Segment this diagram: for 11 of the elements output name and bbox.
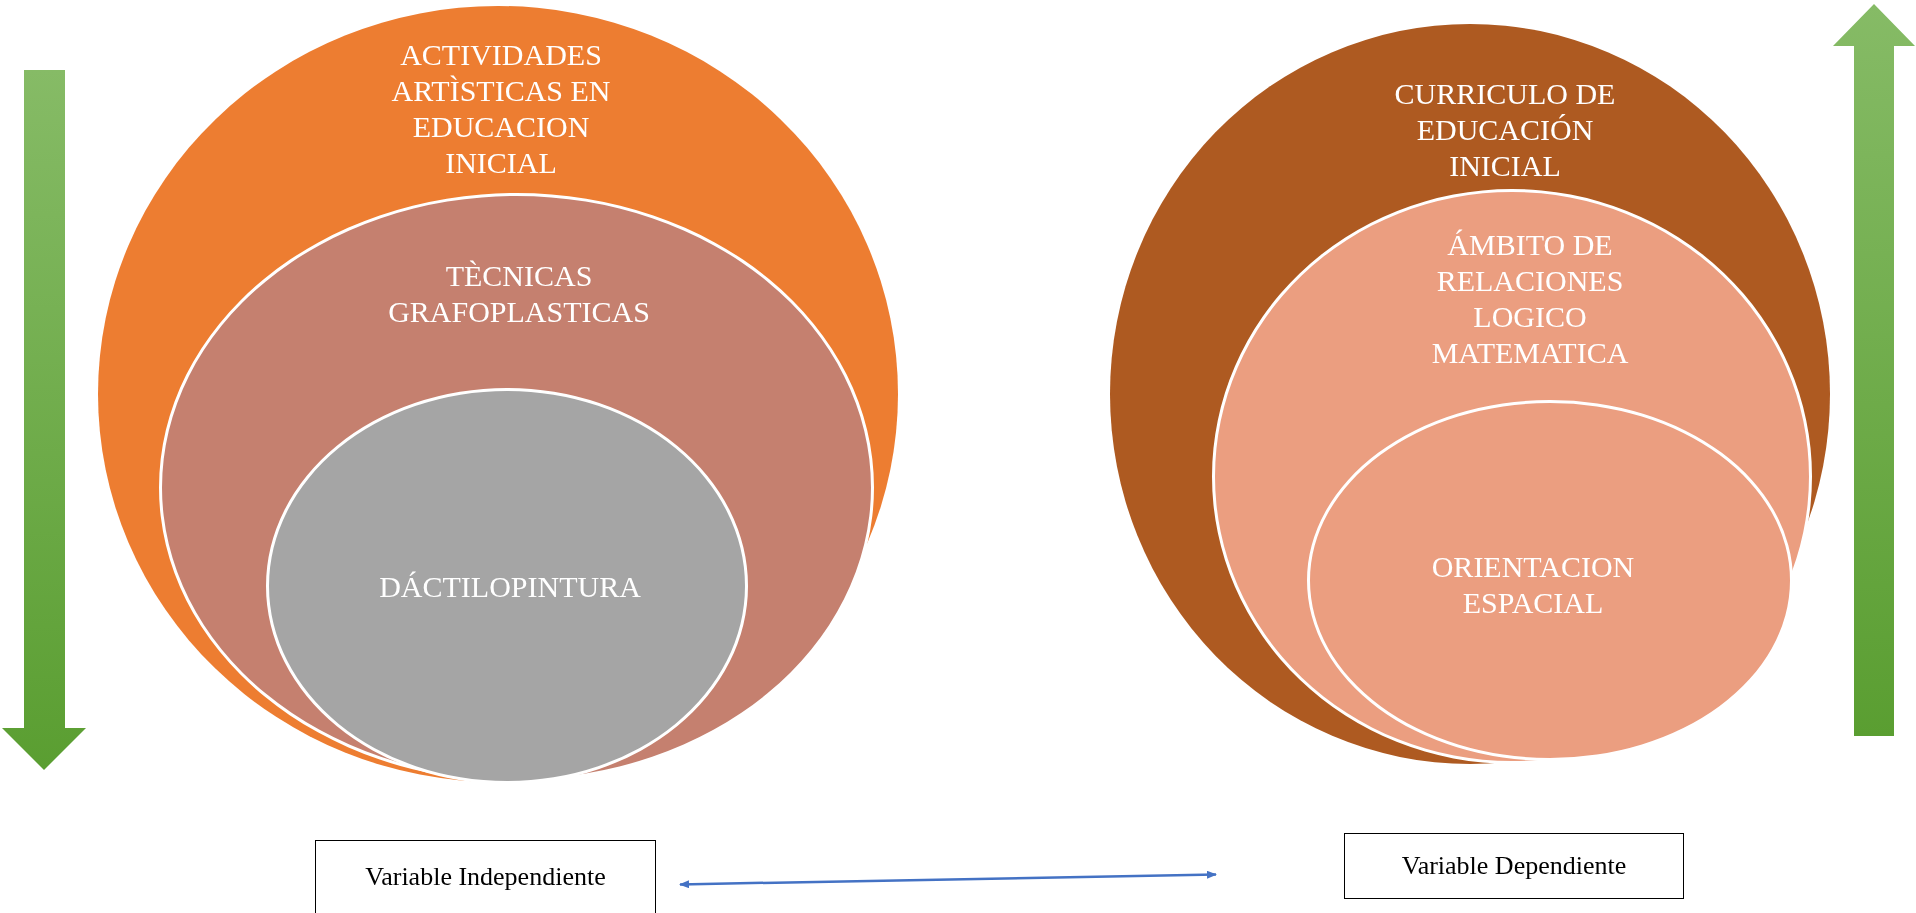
label-box [315, 840, 656, 913]
node-text: ORIENTACION ESPACIAL [1430, 549, 1636, 621]
node-text: DÁCTILOPINTURA [378, 569, 642, 605]
node-text: CURRICULO DE EDUCACIÓN INICIAL [1393, 76, 1617, 184]
node-text: TÈCNICAS GRAFOPLASTICAS [387, 258, 651, 330]
node-text: ÁMBITO DE RELACIONES LOGICO MATEMATICA [1430, 227, 1630, 371]
box-text: Variable Dependiente [1401, 851, 1627, 881]
label-box [1344, 833, 1684, 899]
node-text: ACTIVIDADES ARTÌSTICAS EN EDUCACION INICIAL [390, 37, 612, 181]
double-arrow [679, 870, 1217, 889]
box-text: Variable Independiente [365, 862, 606, 892]
